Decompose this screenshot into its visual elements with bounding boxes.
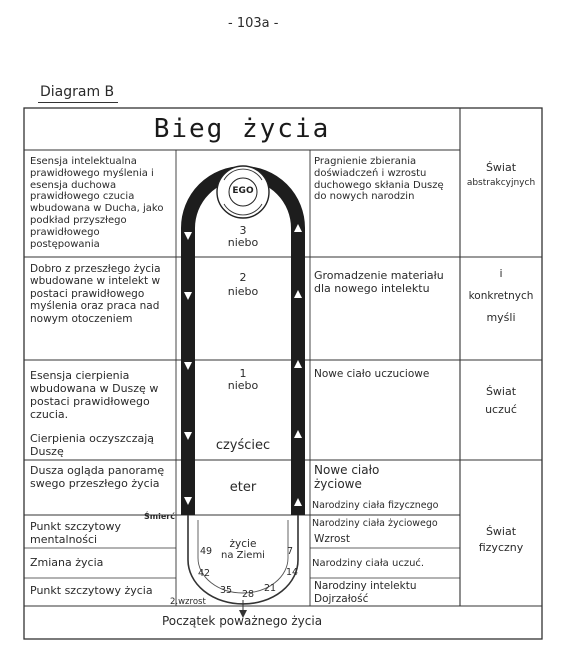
niebo-1-label: niebo [227,379,259,392]
start-arrow-head [239,610,247,618]
world-feelings-line1: Świat [485,385,517,398]
world-concrete-line1: i [499,267,503,280]
czysciec-label: czyściec [215,438,271,453]
eter-label: eter [229,480,257,495]
niebo-1-number: 1 [239,367,247,380]
ego-inner-circle [228,177,258,207]
world-physical-line1: Świat [485,525,517,538]
zycie-label-line2: na Ziemi [221,550,265,561]
world-abstract-line1: Świat [485,161,517,174]
age-35: 35 [220,585,233,596]
niebo-2-number: 2 [239,271,247,284]
age-14: 14 [286,567,299,578]
page-number: - 103a - [228,16,279,31]
smierc-label: Śmierć [144,512,175,521]
left-text-5: Dusza ogląda panoramę swego przeszłego ż… [30,464,165,490]
outer-frame [23,107,543,640]
ego-rotation-arrows [223,168,263,216]
age-7: 7 [287,546,294,557]
diagram-title: Bieg życia [153,114,331,144]
niebo-3-number: 3 [239,224,247,237]
right-text-2: Gromadzenie materiału dla nowego intelek… [314,269,444,295]
world-feelings-line2: uczuć [485,403,517,416]
diagram-label: Diagram B [38,84,119,103]
right-text-3: Nowe ciało uczuciowe [314,368,430,380]
left-text-1: Esensja intelektualna prawidłowego myśle… [30,156,164,250]
right-text-9: Narodziny intelektu [314,580,417,592]
left-text-3: Esensja cierpienia wbudowana w Duszę w p… [30,369,159,421]
niebo-3-label: niebo [227,236,259,249]
niebo-2-label: niebo [227,285,259,298]
left-text-6: Punkt szczytowy mentalności [30,520,121,546]
right-text-5: Narodziny ciała fizycznego [312,500,439,511]
world-abstract-line2: abstrakcyjnych [466,178,536,188]
zycie-label-line1: życie [229,538,257,550]
age-28: 28 [242,589,255,600]
right-text-10: Dojrzałość [314,593,369,605]
age-42: 42 [198,568,211,579]
wzrost-2-label: 2.wzrost [170,597,206,607]
world-concrete-line2: konkretnych [468,290,534,302]
world-physical-line2: fizyczny [478,541,524,554]
ego-label: EGO [232,186,254,196]
world-concrete-line3: myśli [486,311,516,324]
age-49: 49 [200,546,213,557]
left-text-8: Punkt szczytowy życia [30,584,153,597]
tube-arrows [184,224,302,506]
left-text-7: Zmiana życia [30,556,104,569]
age-21: 21 [264,583,277,594]
left-text-4: Cierpienia oczyszczają Duszę [30,432,155,458]
right-text-4: Nowe ciało życiowe [314,463,380,492]
earth-life-inner-arc [197,520,289,594]
right-text-6: Narodziny ciała życiowego [312,518,438,529]
left-text-2: Dobro z przeszłego życia wbudowane w int… [30,263,161,325]
right-text-1: Pragnienie zbierania doświadczeń i wzros… [314,156,444,203]
right-text-7: Wzrost [314,533,350,545]
footer-label: Początek poważnego życia [161,614,323,628]
right-text-8: Narodziny ciała uczuć. [312,558,425,569]
